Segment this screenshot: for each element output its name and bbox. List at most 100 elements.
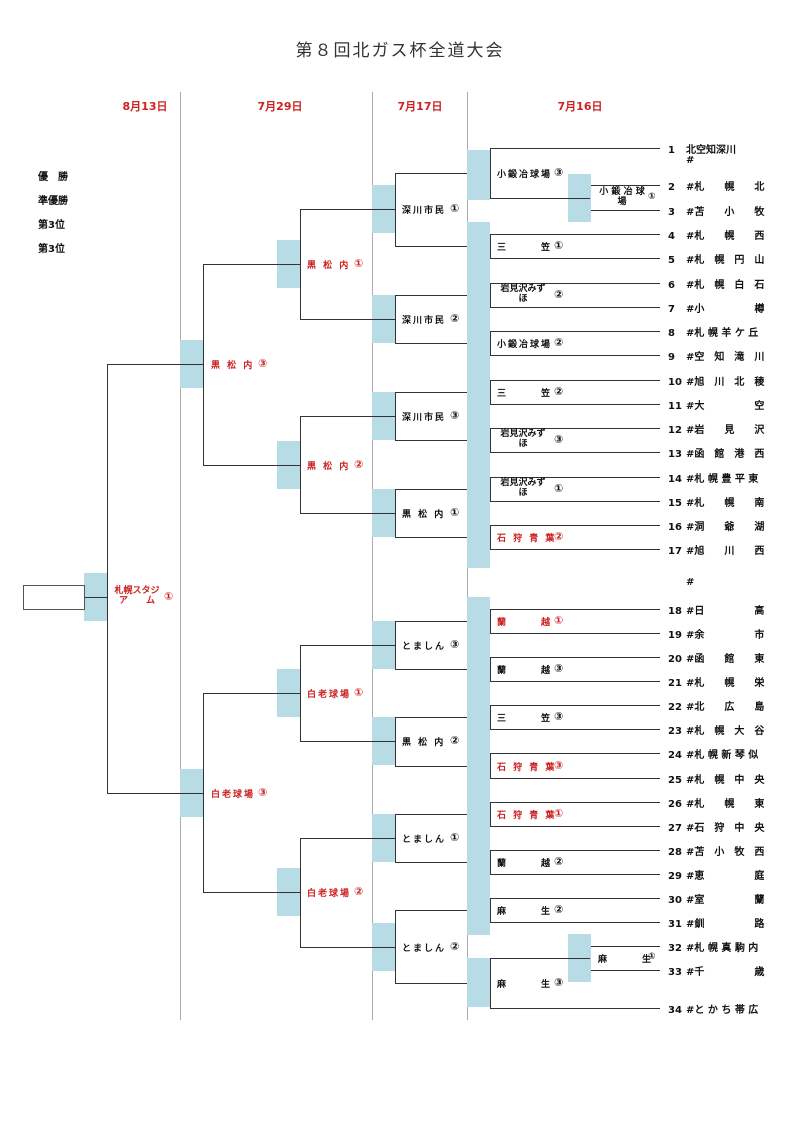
venue-label: 蘭 越 [497, 618, 553, 628]
bracket-connector [203, 264, 300, 266]
team-entry: 30 #室 蘭 [668, 891, 764, 906]
team-entry: 19#余 市 [668, 626, 764, 641]
venue-number: ① [554, 614, 566, 627]
team-entry: 23#札 幌 大 谷 [668, 722, 764, 737]
team-entry: 12#岩 見 沢 [668, 421, 764, 436]
team-number: 28 [668, 847, 682, 858]
team-entry: 5#札 幌 円 山 [668, 251, 764, 266]
team-number: 33 [668, 967, 682, 978]
venue-label: 岩見沢みず ほ [500, 429, 546, 449]
bracket-line [490, 753, 491, 779]
team-entry: 29#恵 庭 [668, 867, 764, 882]
team-line [490, 657, 660, 658]
team-entry: 24#札 幌 新 琴 似 [668, 746, 758, 761]
bracket-connector [395, 246, 490, 247]
team-entry: 3#苫 小 牧 [668, 203, 764, 218]
team-entry: 6#札 幌 白 石 [668, 276, 764, 291]
team-entry: 21#札 幌 栄 [668, 674, 764, 689]
team-entry: 27#石 狩 中 央 [668, 819, 764, 834]
seed-mark: # [686, 577, 695, 588]
team-line [490, 148, 660, 149]
team-line [490, 802, 660, 803]
venue-label: 小鍛冶球場 [497, 340, 553, 350]
team-name: #函 館 港 西 [686, 449, 765, 460]
team-number: 30 [668, 895, 682, 906]
venue-label: とましん [402, 642, 447, 652]
team-entry: 2 #札 幌 北 [668, 178, 764, 193]
team-number: 12 [668, 425, 682, 436]
bracket-line [490, 850, 491, 875]
team-line [490, 477, 660, 478]
venue-number: ③ [554, 710, 566, 723]
team-number: 15 [668, 498, 682, 509]
bracket-line [490, 148, 491, 199]
team-number: 2 [668, 182, 675, 193]
venue-label: 白老球場 [307, 690, 352, 701]
venue-label: 石 狩 青 葉 [497, 762, 557, 773]
team-number: 26 [668, 799, 682, 810]
team-line [490, 234, 660, 235]
bracket-connector [300, 741, 395, 743]
team-line [590, 185, 660, 186]
team-number: 21 [668, 678, 682, 689]
team-line [490, 633, 660, 634]
team-number: 22 [668, 702, 682, 713]
venue-label: 札幌スタジ ア ム [114, 586, 160, 606]
venue-label: 蘭 越 [497, 859, 553, 869]
team-line [490, 609, 660, 610]
team-name: #旭 川 西 [686, 546, 765, 557]
team-line [490, 681, 660, 682]
bracket-connector [395, 814, 490, 815]
bracket-connector [203, 464, 300, 466]
team-name: #千 歳 [686, 967, 765, 978]
bracket-connector [107, 792, 203, 794]
date-round2: 7月17日 [397, 100, 443, 113]
rank-third: 第3位 [38, 220, 65, 231]
venue-label: 白老球場 [211, 789, 256, 800]
team-name: 北空知深川 [686, 145, 736, 156]
venue-label: 麻 生 [497, 907, 553, 917]
bracket-connector [107, 364, 203, 366]
bracket-connector [395, 862, 490, 863]
bracket-line [300, 416, 301, 514]
venue-label: 小鍛冶球場 [497, 169, 553, 180]
team-line [490, 501, 660, 502]
team-number: 4 [668, 231, 675, 242]
venue-label: 黒 松 内 [402, 510, 446, 520]
venue-label: 三 笠 [497, 243, 553, 253]
venue-label: 黒 松 内 [307, 461, 351, 472]
venue-number: ② [554, 385, 566, 398]
team-entry: 25#札 幌 中 央 [668, 771, 764, 786]
venue-label: 麻 生 [598, 955, 654, 965]
venue-label: 黒 松 内 [211, 361, 255, 372]
bracket-connector [395, 765, 490, 767]
bracket-line [203, 264, 204, 466]
venue-label: 石 狩 青 葉 [497, 811, 557, 821]
venue-label: 黒 松 内 [402, 738, 446, 749]
venue-number: ① [450, 831, 462, 844]
venue-number: ③ [450, 638, 462, 651]
team-name: #札 幌 白 石 [686, 280, 765, 291]
venue-number: ① [648, 952, 658, 962]
venue-label: 岩見沢みず ほ [500, 478, 546, 498]
venue-label: 深川市民 [402, 413, 447, 423]
team-name: #函 館 東 [686, 654, 765, 665]
bracket-line [490, 283, 491, 308]
team-name: #室 蘭 [686, 895, 765, 906]
bracket-line [490, 234, 491, 259]
bracket-line [490, 428, 491, 453]
team-name: #札 幌 北 [686, 182, 765, 193]
venue-label: 深川市民 [402, 206, 447, 217]
team-number: 25 [668, 775, 682, 786]
team-entry: 34#と か ち 帯 広 [668, 1001, 758, 1016]
team-number: 7 [668, 304, 675, 315]
team-entry: 7#小 樽 [668, 300, 764, 315]
team-entry: 13#函 館 港 西 [668, 445, 764, 460]
team-line [490, 283, 660, 284]
team-entry: 32#札 幌 真 駒 内 [668, 939, 758, 954]
bracket-connector [395, 983, 490, 984]
rank-third: 第3位 [38, 244, 65, 255]
team-entry: 33 #千 歳 [668, 963, 764, 978]
team-number: 3 [668, 207, 675, 218]
